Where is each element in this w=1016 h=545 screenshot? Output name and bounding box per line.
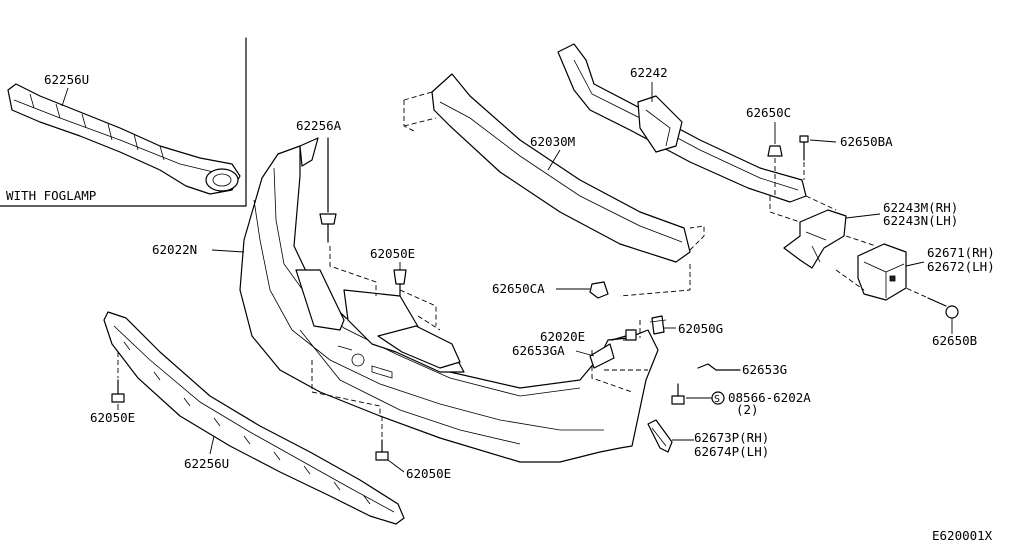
label-62650CA: 62650CA (492, 281, 545, 296)
inset-frame (0, 37, 247, 207)
clip-62050E-left (111, 352, 125, 403)
label-62050G: 62050G (678, 321, 723, 336)
label-62022N: 62022N (152, 242, 197, 257)
label-08566: 08566-6202A (728, 390, 811, 405)
label-62256A: 62256A (296, 118, 342, 133)
reinforcement-62030M: 62030M (403, 73, 705, 297)
inset-part-label: 62256U (44, 72, 89, 87)
label-62030M: 62030M (530, 134, 575, 149)
lower-spoiler-62256U: 62256U (103, 311, 405, 525)
label-62256U: 62256U (184, 456, 229, 471)
label-62242: 62242 (630, 65, 668, 80)
clip-62050E-bottom (375, 416, 405, 473)
label-08566-symbol: S (714, 394, 720, 405)
upper-bracket-62242: 62242 (557, 43, 807, 203)
inset-spoiler-drawing (7, 83, 241, 195)
label-62050E-bottom: 62050E (406, 466, 451, 481)
bracket-62673P (647, 419, 694, 453)
label-62650B: 62650B (932, 333, 977, 348)
clip-62050E-top (393, 262, 407, 297)
label-62243M: 62243M(RH) (883, 200, 958, 215)
side-bracket-62671 (835, 235, 907, 301)
bolt-62020E (611, 329, 637, 341)
label-62653G: 62653G (742, 362, 787, 377)
bolt-62650BA (799, 135, 809, 180)
screw-08566: S (671, 383, 725, 405)
label-62672: 62672(LH) (927, 259, 995, 274)
label-62050E-left: 62050E (90, 410, 135, 425)
side-bracket-62243 (769, 195, 847, 269)
clip-62650CA (589, 281, 609, 299)
inset-caption: WITH FOGLAMP (6, 188, 96, 203)
label-62671: 62671(RH) (927, 245, 995, 260)
label-62243N: 62243N(LH) (883, 213, 958, 228)
label-62653GA: 62653GA (512, 343, 565, 358)
bumper-fascia-62022N: 62022N (152, 137, 659, 463)
inset-panel: 62256U WITH FOGLAMP (0, 37, 247, 207)
label-62050E-top: 62050E (370, 246, 415, 261)
bolt-62650B (905, 287, 959, 319)
bracket-62653GA (589, 343, 615, 369)
label-62650C: 62650C (746, 105, 791, 120)
label-62673P: 62673P(RH) (694, 430, 769, 445)
label-62020E: 62020E (540, 329, 585, 344)
label-62674P: 62674P(LH) (694, 444, 769, 459)
clip-62050G (649, 315, 667, 335)
diagram-code: E620001X (932, 528, 993, 543)
strip-62653G (697, 363, 741, 371)
clip-62256A: 62256A (296, 118, 342, 243)
label-62650BA: 62650BA (840, 134, 893, 149)
clip-62650C (767, 145, 783, 196)
label-08566-qty: (2) (736, 402, 759, 417)
